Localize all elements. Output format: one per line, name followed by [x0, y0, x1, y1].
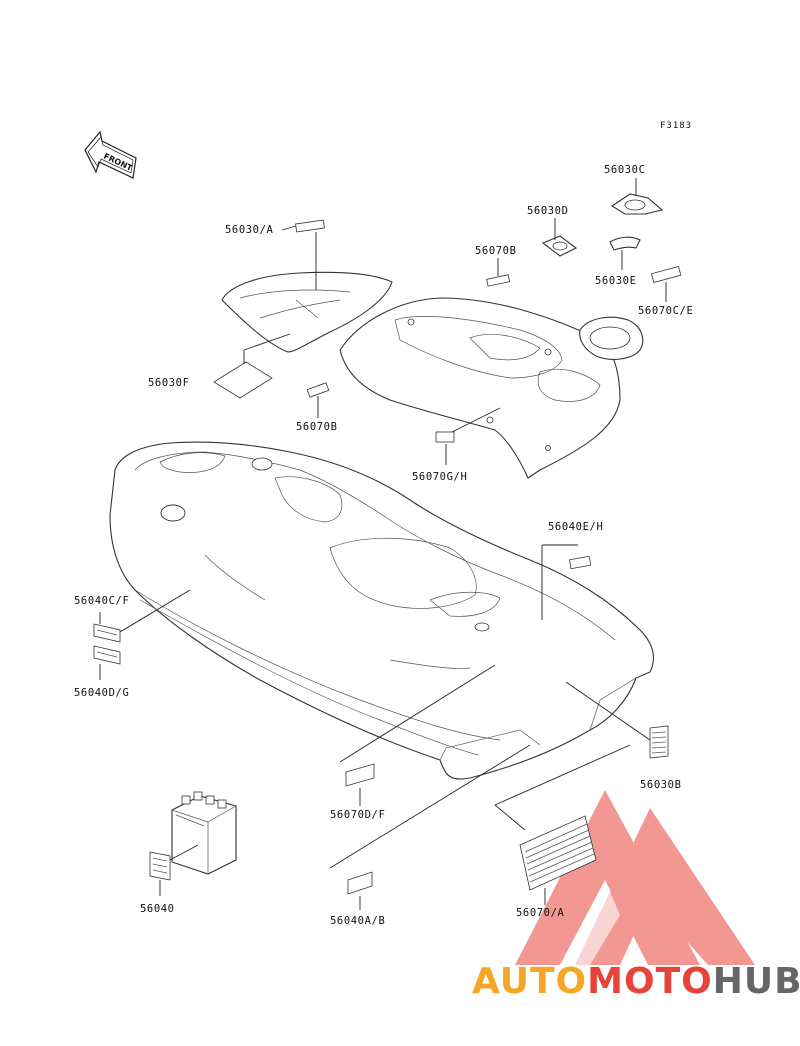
- decal-56040ab: [347, 871, 373, 895]
- label-56030d: 56030D: [527, 205, 569, 217]
- decal-56030b: [649, 725, 669, 759]
- watermark-logo: [515, 790, 755, 965]
- label-56070df: 56070D/F: [330, 809, 385, 821]
- bracket-56030e: [609, 236, 641, 251]
- label-56070b-mid: 56070B: [296, 421, 338, 433]
- decal-56070a: [519, 815, 597, 891]
- label-56030a: 56030/A: [225, 224, 274, 236]
- gauge-cluster-part: [579, 316, 644, 360]
- hull-part: [109, 441, 654, 780]
- decal-56070ce: [650, 266, 682, 283]
- label-56040: 56040: [140, 903, 175, 915]
- watermark-text: AUTOMOTOHUB: [472, 961, 800, 1002]
- seat-cover-part: [221, 271, 393, 353]
- battery-part: [171, 791, 237, 875]
- watermark-hub: HUB: [713, 961, 800, 1002]
- hood-part: [339, 297, 621, 479]
- label-56040cf: 56040C/F: [74, 595, 129, 607]
- label-56070ce: 56070C/E: [638, 305, 693, 317]
- cover-56030c: [610, 193, 664, 215]
- front-arrow-icon: FRONT: [84, 130, 137, 179]
- decal-56070b-top: [486, 274, 511, 287]
- decal-56070df: [345, 763, 375, 787]
- decal-56040: [149, 851, 171, 881]
- decal-56070gh: [435, 431, 455, 443]
- label-56040dg: 56040D/G: [74, 687, 129, 699]
- decal-56070b-mid: [306, 382, 330, 398]
- label-56030b: 56030B: [640, 779, 682, 791]
- figure-code: F3183: [660, 121, 692, 131]
- label-56030f: 56030F: [148, 377, 190, 389]
- gasket-56030d: [541, 235, 578, 257]
- label-56040eh: 56040E/H: [548, 521, 603, 533]
- decal-56030a: [295, 219, 325, 233]
- label-56030c: 56030C: [604, 164, 646, 176]
- label-56070a: 56070/A: [516, 907, 565, 919]
- label-56030e: 56030E: [595, 275, 637, 287]
- watermark-auto: AUTO: [472, 961, 587, 1002]
- decal-56040eh: [568, 555, 592, 570]
- label-56040ab: 56040A/B: [330, 915, 385, 927]
- decal-56040cf: [93, 623, 121, 643]
- decal-56030f: [213, 361, 273, 399]
- label-56070b-top: 56070B: [475, 245, 517, 257]
- watermark-moto: MOTO: [587, 961, 713, 1002]
- label-56070gh: 56070G/H: [412, 471, 467, 483]
- decal-56040dg: [93, 645, 121, 665]
